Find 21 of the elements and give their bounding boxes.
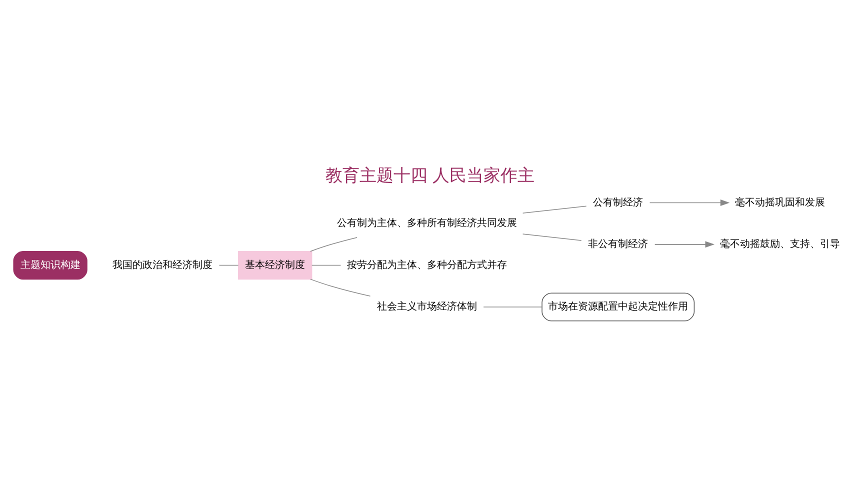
node-text: 公有制经济 — [593, 196, 644, 208]
connector — [218, 264, 239, 266]
node-text: 非公有制经济 — [588, 238, 648, 250]
node-box: 市场在资源配置中起决定性作用 — [542, 292, 695, 321]
node-text: 按劳分配为主体、多种分配方式并存 — [346, 259, 507, 270]
connector — [522, 233, 582, 240]
node-box: 基本经济制度 — [238, 250, 312, 280]
connector — [310, 278, 371, 296]
connector — [310, 236, 358, 252]
arrow — [649, 198, 730, 206]
node-text: 社会主义市场经济体制 — [376, 301, 477, 312]
node-text: 毫不动摇巩固和发展 — [734, 196, 825, 208]
node-text: 公有制为主体、多种所有制经济共同发展 — [336, 218, 517, 229]
arrow — [654, 240, 715, 248]
connector — [522, 205, 587, 213]
node-box: 主题知识构建 — [13, 250, 88, 280]
node-text: 我国的政治和经济制度 — [112, 259, 213, 270]
connector — [311, 264, 342, 266]
node-text: 毫不动摇鼓励、支持、引导 — [720, 238, 840, 250]
diagram-title: 教育主题十四 人民当家作主 — [325, 165, 535, 186]
connector — [483, 306, 542, 307]
